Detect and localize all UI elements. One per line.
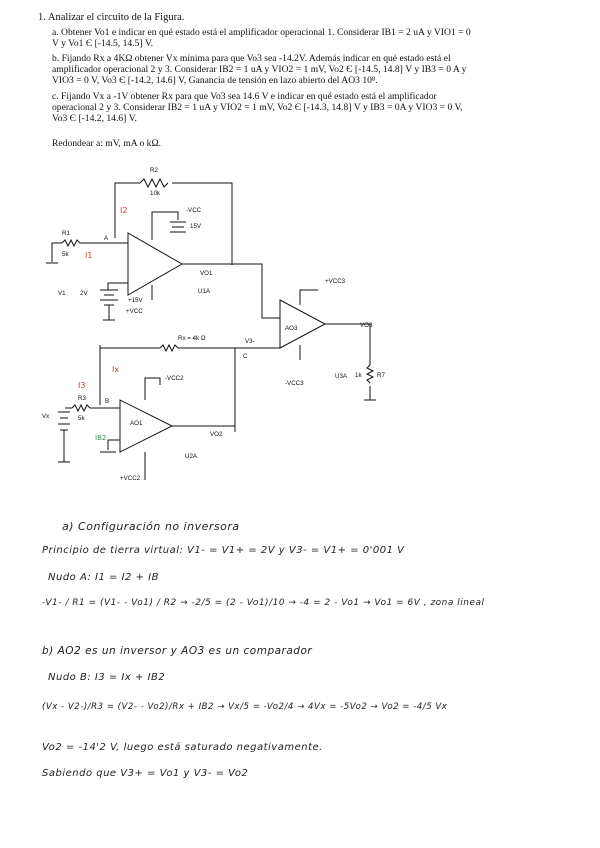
r7-resistor <box>365 364 375 384</box>
r1-resistor <box>61 238 81 248</box>
opamp-3 <box>279 299 327 349</box>
solution-b-line2: (Vx - V2-)/R3 = (V2- - Vo2)/Rx + IB2 → V… <box>42 702 448 712</box>
ao3-label: AO3 <box>285 325 298 332</box>
node-c-label: C <box>243 353 248 360</box>
vcc2-label: -VCC2 <box>165 375 184 382</box>
vcc2-pos-label: +VCC2 <box>120 475 141 482</box>
part-a-text: a. Obtener Vo1 e indicar en qué estado e… <box>52 27 471 49</box>
vcc3-label: -VCC3 <box>285 380 304 387</box>
opamp-1 <box>127 232 184 296</box>
v1-value: 2V <box>80 290 88 297</box>
v15p-label: +15V <box>128 297 143 304</box>
vx-label: Vx <box>42 413 50 420</box>
r7-label: R7 <box>377 372 385 379</box>
r2-label: R2 <box>150 167 158 174</box>
i2-annotation: I2 <box>120 206 127 215</box>
solution-b-line1: Nudo B: I3 = Ix + IB2 <box>48 672 166 683</box>
vo2-label: VO2 <box>210 431 223 438</box>
r2-resistor <box>139 177 169 189</box>
rx-resistor <box>159 343 179 353</box>
solution-a-line2: Nudo A: I1 = I2 + IB <box>48 572 159 583</box>
solution-b-heading: b) AO2 es un inversor y AO3 es un compar… <box>42 645 313 657</box>
r3-resistor <box>71 403 91 413</box>
u2a-label: U2A <box>185 453 198 460</box>
ix-annotation: Ix <box>112 365 119 374</box>
u3a-label: U3A <box>335 373 348 380</box>
r2-value: 10k <box>150 190 161 197</box>
node-a-label: A <box>104 235 109 242</box>
problem-title: 1. Analizar el circuito de la Figura. <box>38 12 185 23</box>
ib-annotation: IB2 <box>95 434 106 442</box>
node-b-label: B <box>105 398 109 405</box>
solution-b-line4: Sabiendo que V3+ = Vo1 y V3- = Vo2 <box>42 768 249 779</box>
rx-label: Rx = 4k Ω <box>178 335 206 342</box>
vcc-pos-label: +VCC <box>126 308 143 315</box>
v15-label: 15V <box>190 223 202 230</box>
rounding-note: Redondear a: mV, mA o kΩ. <box>52 138 162 149</box>
vo3-label: VO3 <box>360 322 373 329</box>
solution-a-heading: a) Configuración no inversora <box>62 520 240 533</box>
vo1-label: VO1 <box>200 270 213 277</box>
vcc3-pos-label: +VCC3 <box>325 278 346 285</box>
r3-label: R3 <box>78 395 86 402</box>
v3-minus-label: V3- <box>245 338 255 345</box>
r1-label: R1 <box>62 230 70 237</box>
v1-label: V1 <box>58 290 66 297</box>
part-b-text: b. Fijando Rx a 4KΩ obtener Vx mínima pa… <box>52 53 467 86</box>
r3-value: 5k <box>78 415 85 422</box>
r7-value: 1k <box>355 372 362 379</box>
part-c-text: c. Fijando Vx a -1V obtener Rx para que … <box>52 91 463 124</box>
u1a-label: U1A <box>198 288 211 295</box>
ao1-label: AO1 <box>130 420 143 427</box>
r1-value: 5k <box>62 251 69 258</box>
i3-annotation: I3 <box>78 381 85 390</box>
vcc-label: -VCC <box>186 207 202 214</box>
solution-b-line3: Vo2 = -14'2 V, luego está saturado negat… <box>42 742 323 753</box>
solution-a-line3: -V1- / R1 = (V1- - Vo1) / R2 → -2/5 = (2… <box>42 598 485 608</box>
i1-annotation: I1 <box>85 251 92 260</box>
solution-a-line1: Principio de tierra virtual: V1- = V1+ =… <box>42 545 405 556</box>
opamp-2 <box>119 399 174 453</box>
